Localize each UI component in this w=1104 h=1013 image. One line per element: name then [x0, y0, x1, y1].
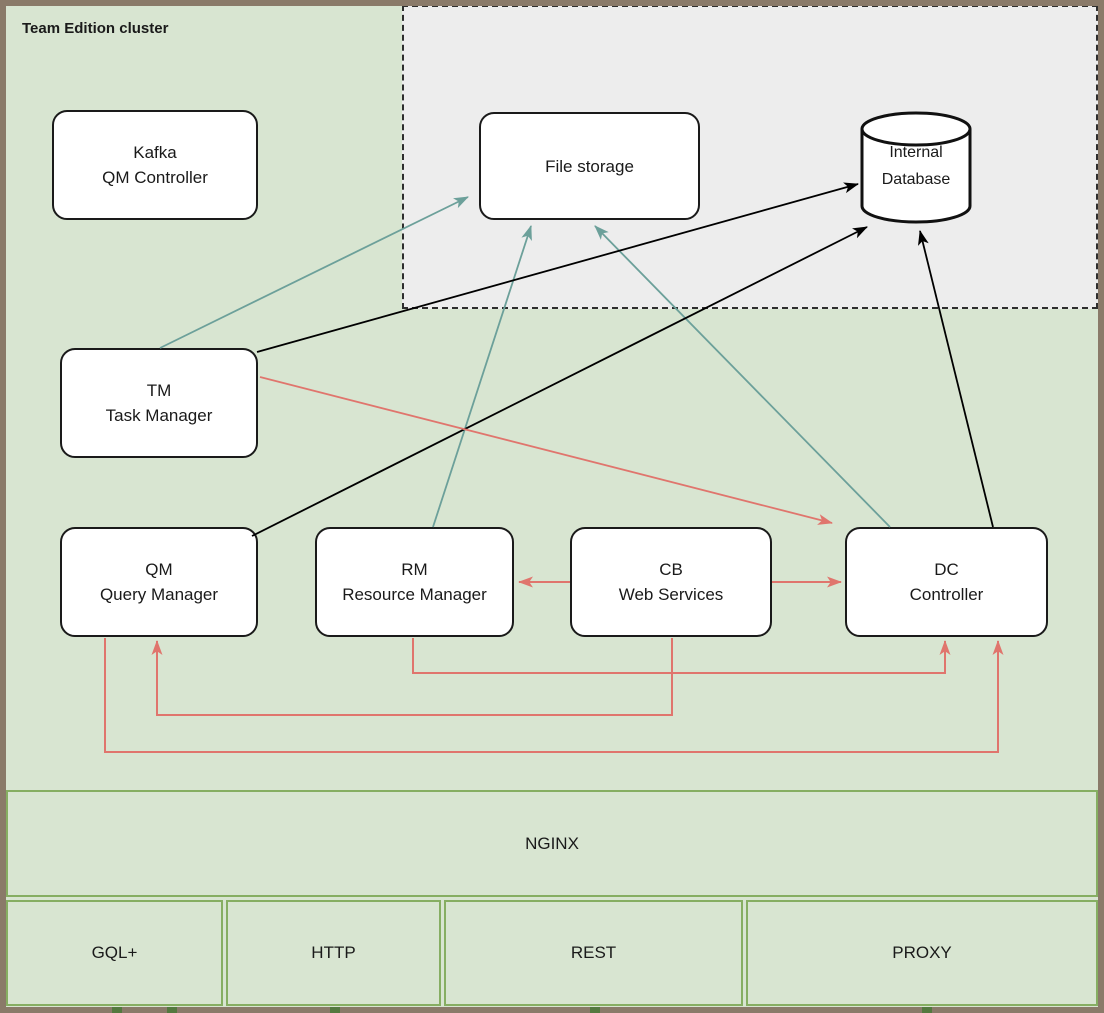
node-label: TM	[146, 381, 172, 400]
node-query-manager[interactable]: QM Query Manager	[60, 527, 258, 637]
nginx-band[interactable]: NGINX	[6, 790, 1098, 897]
node-label: Query Manager	[99, 585, 219, 604]
node-dc-controller[interactable]: DC Controller	[845, 527, 1048, 637]
band-label: NGINX	[525, 833, 579, 853]
node-web-services[interactable]: CB Web Services	[570, 527, 772, 637]
node-label: Kafka	[133, 143, 177, 162]
cutoff-shape-notch	[330, 1007, 340, 1013]
protocol-cell-gql[interactable]: GQL+	[6, 900, 223, 1006]
node-label: Database	[881, 171, 951, 188]
cutoff-shape-notch	[922, 1007, 932, 1013]
database-cylinder-icon	[860, 111, 972, 224]
node-label: DC	[934, 560, 959, 579]
cutoff-shape-notch	[590, 1007, 600, 1013]
protocol-cell-rest[interactable]: REST	[444, 900, 743, 1006]
edge-cb-to-qm-elbow	[151, 638, 673, 716]
node-label: CB	[659, 560, 683, 579]
node-label: File storage	[545, 156, 634, 176]
edge-tm-to-dc	[259, 376, 833, 525]
edge-qm-to-dc-elbow	[104, 638, 1004, 753]
node-kafka-qm-controller[interactable]: Kafka QM Controller	[52, 110, 258, 220]
node-label: QM	[145, 560, 173, 579]
cutoff-shape-notch	[167, 1007, 177, 1013]
cell-label: GQL+	[91, 943, 138, 962]
edge-rm-to-dc-elbow	[412, 638, 951, 674]
node-label: Task Manager	[105, 406, 213, 425]
protocol-cell-http[interactable]: HTTP	[226, 900, 441, 1006]
node-file-storage[interactable]: File storage	[479, 112, 700, 220]
node-task-manager[interactable]: TM Task Manager	[60, 348, 258, 458]
node-label: Internal	[889, 144, 943, 161]
node-label: Web Services	[618, 585, 724, 604]
node-label: QM Controller	[102, 168, 208, 187]
cutoff-shape-notch	[112, 1007, 122, 1013]
protocol-cell-proxy[interactable]: PROXY	[746, 900, 1098, 1006]
cell-label: PROXY	[892, 943, 952, 962]
node-label: Controller	[909, 585, 984, 604]
node-resource-manager[interactable]: RM Resource Manager	[315, 527, 514, 637]
cluster-title: Team Edition cluster	[22, 20, 169, 37]
cell-label: REST	[570, 943, 617, 962]
node-label: RM	[401, 560, 428, 579]
node-internal-database[interactable]: Internal Database	[858, 109, 974, 226]
node-label: Resource Manager	[342, 585, 487, 604]
cell-label: HTTP	[311, 943, 356, 962]
